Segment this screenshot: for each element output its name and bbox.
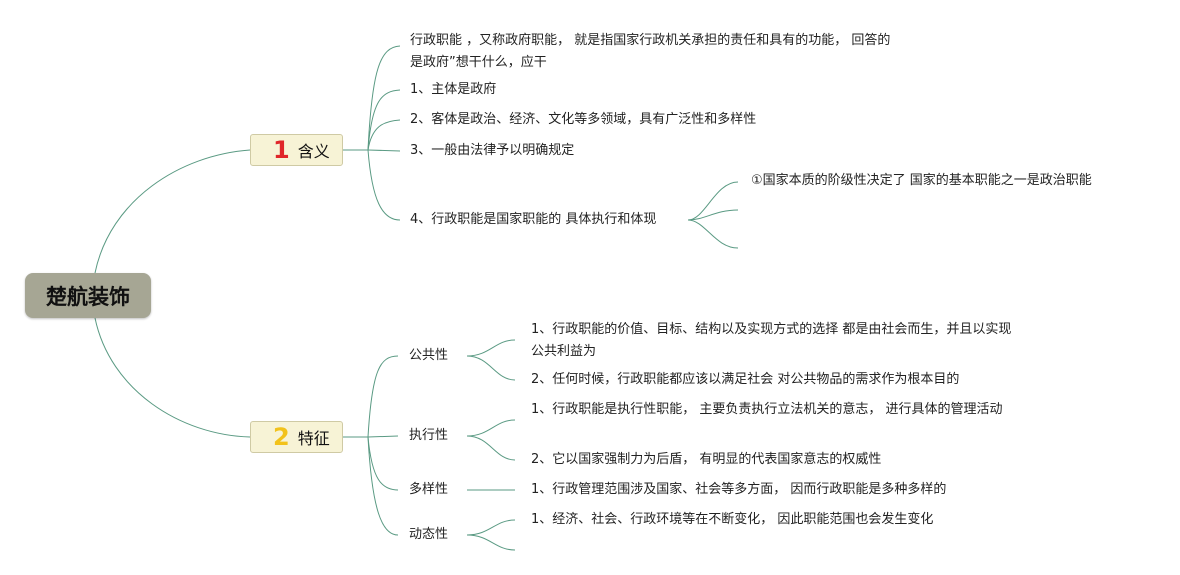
feature-executive-item-2[interactable]: 2、它以国家强制力为后盾， 有明显的代表国家意志的权威性	[531, 452, 882, 467]
meaning-item-2[interactable]: 2、客体是政治、经济、文化等多领域，具有广泛性和多样性	[410, 112, 757, 127]
meaning-item-4[interactable]: 4、行政职能是国家职能的 具体执行和体现	[410, 212, 657, 227]
root-label: 楚航装饰	[46, 284, 130, 309]
feature-public-item-2[interactable]: 2、任何时候，行政职能都应该以满足社会 对公共物品的需求作为根本目的	[531, 372, 960, 387]
meaning-definition[interactable]: 行政职能 ，又称政府职能， 就是指国家行政机关承担的责任和具有的功能， 回答的是…	[410, 33, 891, 70]
feature-public-item-1[interactable]: 1、行政职能的价值、目标、结构以及实现方式的选择 都是由社会而生，并且以实现公共…	[531, 322, 1012, 359]
number-1-badge: 1	[273, 136, 290, 164]
feature-dynamic[interactable]: 动态性	[409, 527, 449, 542]
feature-diverse[interactable]: 多样性	[409, 482, 449, 497]
feature-executive[interactable]: 执行性	[409, 428, 449, 443]
branch-meaning[interactable]: 1 含义	[250, 134, 343, 166]
branch-features-label: 特征	[297, 429, 330, 448]
number-2-badge: 2	[273, 423, 290, 451]
branch-features[interactable]: 2 特征	[250, 421, 343, 453]
feature-dynamic-item-1[interactable]: 1、经济、社会、行政环境等在不断变化， 因此职能范围也会发生变化	[531, 512, 934, 527]
meaning-item-1[interactable]: 1、主体是政府	[410, 82, 497, 97]
meaning-item-3[interactable]: 3、一般由法律予以明确规定	[410, 143, 575, 158]
feature-executive-item-1[interactable]: 1、行政职能是执行性职能， 主要负责执行立法机关的意志， 进行具体的管理活动	[531, 402, 1003, 417]
branch-meaning-label: 含义	[297, 142, 330, 161]
meaning-item-4-sub-1[interactable]: ①国家本质的阶级性决定了 国家的基本职能之一是政治职能	[751, 173, 1092, 188]
feature-public[interactable]: 公共性	[409, 348, 449, 363]
feature-diverse-item-1[interactable]: 1、行政管理范围涉及国家、社会等多方面， 因而行政职能是多种多样的	[531, 482, 947, 497]
root-node[interactable]: 楚航装饰	[25, 273, 151, 318]
